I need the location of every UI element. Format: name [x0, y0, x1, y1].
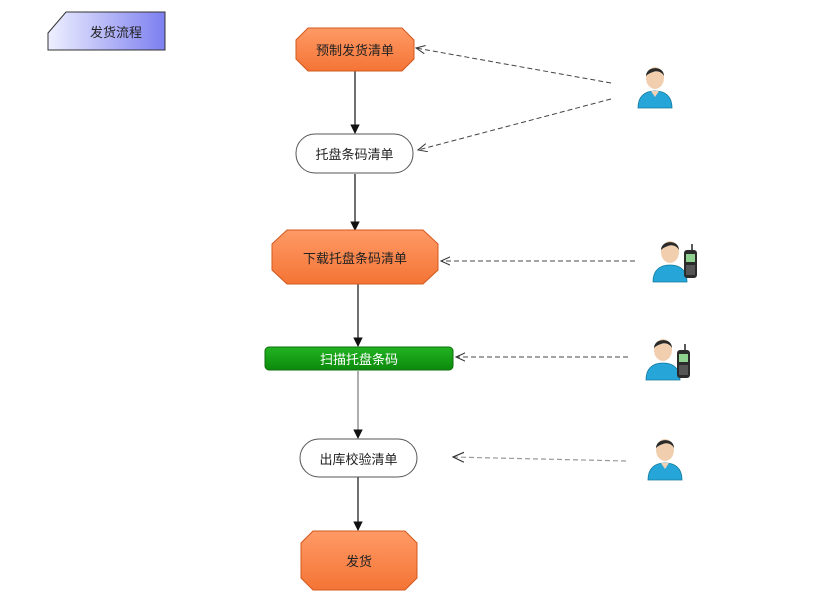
step-prepare-shipping-list[interactable] [295, 27, 415, 72]
step-scan-pallet-barcode[interactable] [264, 346, 454, 371]
step-download-pallet-barcode-list[interactable] [271, 229, 439, 285]
person-icon [637, 67, 673, 109]
actor-link-1a [416, 48, 612, 84]
diagram-title: 发货流程 [89, 25, 142, 41]
step-ship[interactable] [300, 530, 418, 591]
person-with-phone-icon [645, 339, 690, 381]
person-icon [647, 439, 683, 481]
step-outbound-check-list[interactable] [299, 438, 418, 478]
person-with-phone-icon [652, 241, 697, 283]
actor-link-4 [453, 457, 627, 461]
title-badge [47, 11, 166, 51]
actor-link-1b [418, 98, 612, 150]
step-pallet-barcode-list[interactable] [295, 133, 414, 174]
